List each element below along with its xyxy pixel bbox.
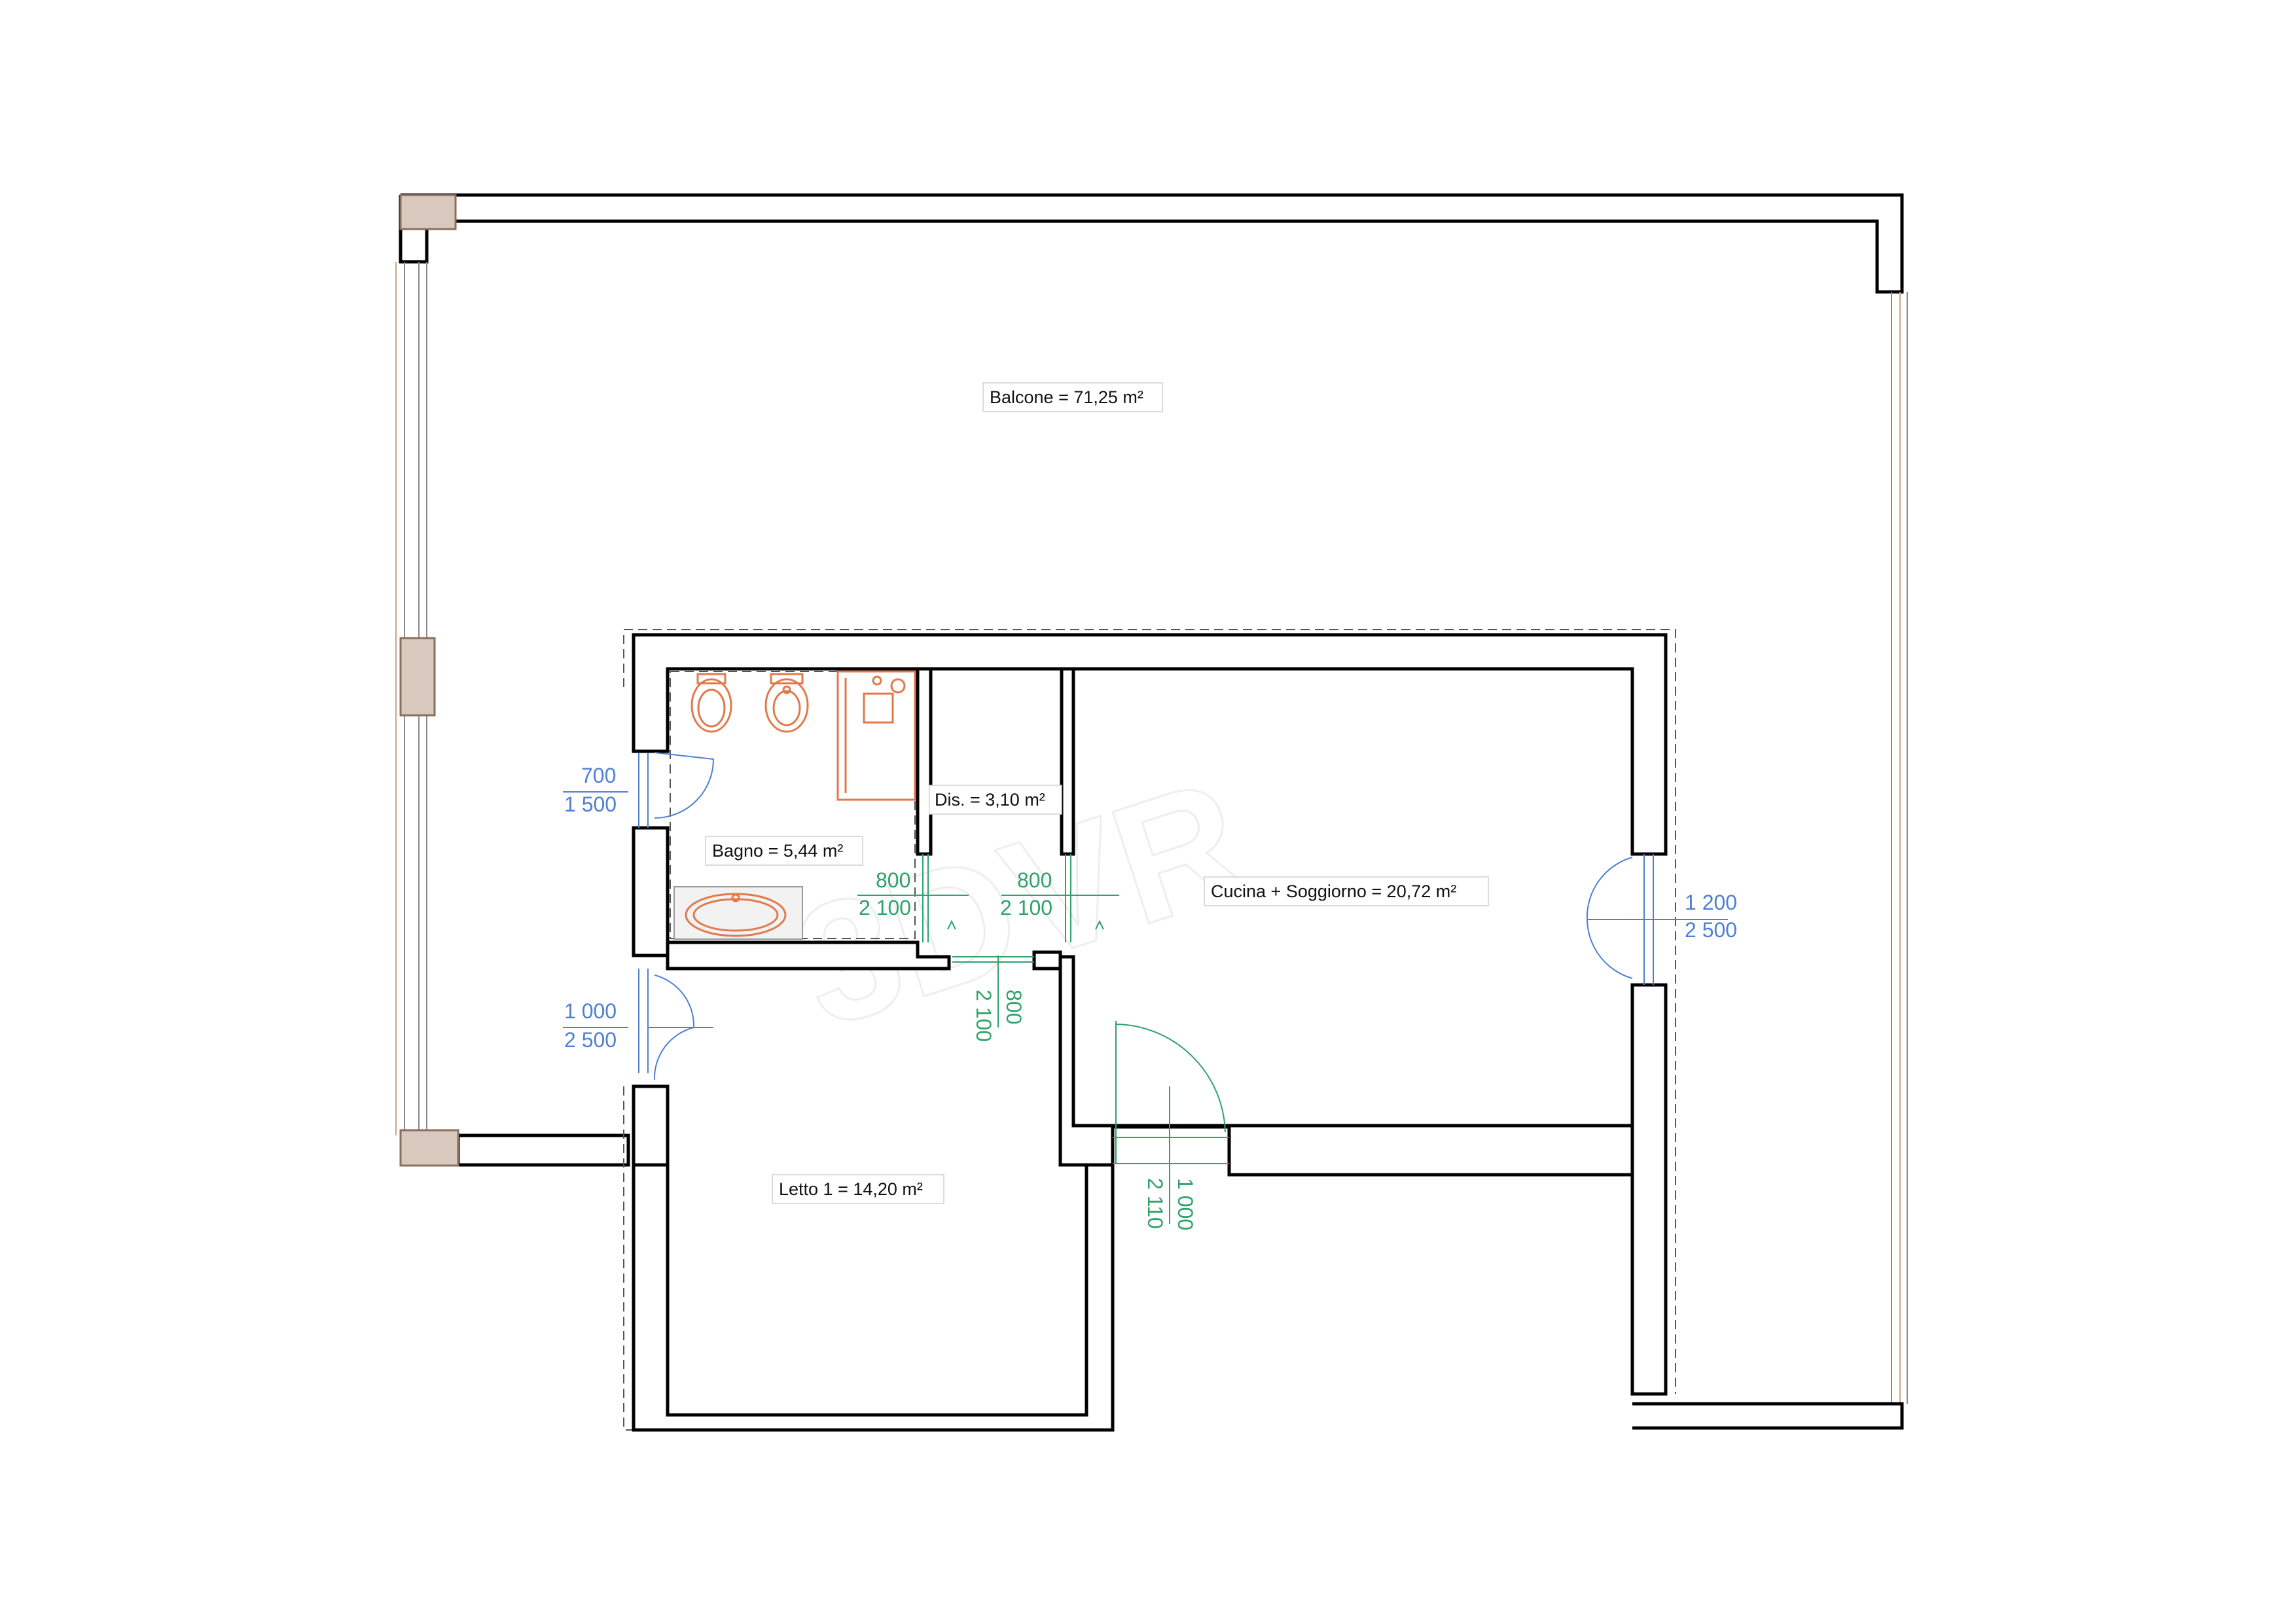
window-cucina: 1 200 2 500 [1586,854,1737,985]
room-label-dis: Dis. = 3,10 m² [929,785,1062,815]
letto-door-width: 800 [1002,990,1026,1024]
dis-label: Dis. = 3,10 m² [935,790,1045,810]
room-label-cucina-soggiorno: Cucina + Soggiorno = 20,72 m² [1204,876,1489,906]
letto-door-height: 2 100 [972,990,996,1042]
entrance-door-height: 2 110 [1143,1178,1167,1229]
room-label-bagno: Bagno = 5,44 m² [705,836,863,866]
sink-icon [673,886,803,940]
column-mid-left [399,637,436,717]
cucina-soggiorno-label: Cucina + Soggiorno = 20,72 m² [1211,882,1456,901]
shower-icon [836,670,916,801]
letto-window-height: 2 500 [564,1028,617,1052]
door-letto: 800 2 100 [952,955,1034,1042]
letto-window-width: 1 000 [564,999,617,1023]
cucina-door-width: 800 [1017,868,1052,892]
bagno-label: Bagno = 5,44 m² [712,841,843,861]
entrance-door-width: 1 000 [1174,1178,1197,1230]
window-bagno: 700 1 500 [563,752,715,828]
bidet-icon [764,673,809,733]
bagno-window-width: 700 [581,764,616,787]
window-letto: 1 000 2 500 [563,969,713,1080]
bagno-window-height: 1 500 [564,793,617,816]
door-bagno: 800 2 100 [857,854,969,942]
interior-walls [666,667,1634,1177]
cucina-window-height: 2 500 [1685,918,1737,942]
column-top-left [399,194,457,230]
bagno-door-height: 2 100 [859,896,911,919]
door-entrance: 1 000 2 110 [1113,1021,1229,1230]
cucina-window-width: 1 200 [1685,891,1737,914]
toilet-icon [691,673,732,733]
door-cucina: 800 2 100 [1000,854,1119,942]
bagno-door-width: 800 [876,868,910,892]
room-label-balcone: Balcone = 71,25 m² [982,382,1163,412]
column-bottom-left [399,1129,459,1167]
cucina-door-height: 2 100 [1000,896,1052,919]
room-label-letto1: Letto 1 = 14,20 m² [772,1174,944,1204]
letto1-label: Letto 1 = 14,20 m² [779,1179,923,1199]
balcone-label: Balcone = 71,25 m² [990,387,1143,407]
